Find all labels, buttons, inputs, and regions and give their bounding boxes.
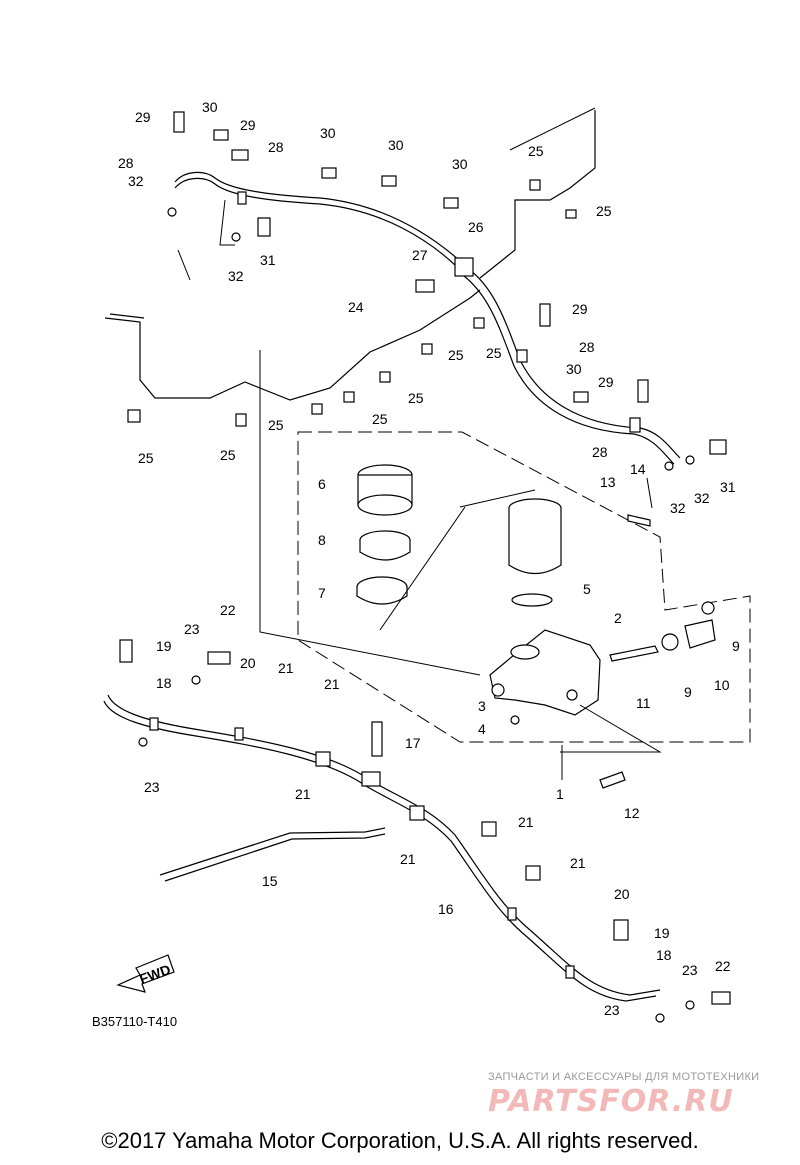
callout-25e: 25 bbox=[408, 390, 424, 406]
callout-30a: 30 bbox=[202, 99, 218, 115]
callout-26: 26 bbox=[468, 219, 484, 235]
callout-21c: 21 bbox=[295, 786, 311, 802]
callout-17: 17 bbox=[405, 735, 421, 751]
reservoir bbox=[379, 489, 562, 631]
leader-lines bbox=[177, 199, 662, 780]
callout-28c: 28 bbox=[579, 339, 595, 355]
callout-1: 1 bbox=[556, 786, 564, 802]
callout-28b: 28 bbox=[268, 139, 284, 155]
callout-23a: 23 bbox=[184, 621, 200, 637]
callout-3: 3 bbox=[478, 698, 486, 714]
callout-30c: 30 bbox=[388, 137, 404, 153]
callout-12: 12 bbox=[624, 805, 640, 821]
callout-23b: 23 bbox=[144, 779, 160, 795]
callout-16: 16 bbox=[438, 901, 454, 917]
callout-21a: 21 bbox=[278, 660, 294, 676]
brake-pipe-24 bbox=[104, 289, 481, 401]
callout-8: 8 bbox=[318, 532, 326, 548]
master-cylinder-body bbox=[489, 629, 601, 725]
callout-14: 14 bbox=[630, 461, 646, 477]
callout-28a: 28 bbox=[118, 155, 134, 171]
callout-31b: 31 bbox=[720, 479, 736, 495]
callout-11: 11 bbox=[636, 695, 651, 711]
callout-32d: 32 bbox=[670, 500, 686, 516]
callout-29c: 29 bbox=[572, 301, 588, 317]
callout-23d: 23 bbox=[604, 1002, 620, 1018]
watermark-tagline: ЗАПЧАСТИ И АКСЕССУАРЫ ДЛЯ МОТОТЕХНИКИ bbox=[488, 1071, 760, 1083]
callout-30d: 30 bbox=[452, 156, 468, 172]
callout-labels: 1 2 3 4 5 6 7 8 9 9 10 11 12 13 14 15 16… bbox=[118, 99, 740, 1018]
upper-right-pipe bbox=[479, 110, 596, 279]
callout-25g: 25 bbox=[268, 417, 284, 433]
callout-32b: 32 bbox=[228, 268, 244, 284]
callout-5: 5 bbox=[583, 581, 591, 597]
callout-31a: 31 bbox=[260, 252, 276, 268]
callout-25h: 25 bbox=[138, 450, 154, 466]
upper-hose-assembly bbox=[174, 171, 681, 465]
callout-19a: 19 bbox=[156, 638, 172, 654]
callout-27: 27 bbox=[412, 247, 428, 263]
copyright-notice: ©2017 Yamaha Motor Corporation, U.S.A. A… bbox=[101, 1128, 699, 1153]
callout-4: 4 bbox=[478, 721, 486, 737]
callout-28d: 28 bbox=[592, 444, 608, 460]
callout-20a: 20 bbox=[240, 655, 256, 671]
callout-22a: 22 bbox=[220, 602, 236, 618]
callout-21e: 21 bbox=[518, 814, 534, 830]
callout-22b: 22 bbox=[715, 958, 731, 974]
assembly-dashed-boundary bbox=[297, 431, 751, 743]
callout-13: 13 bbox=[600, 474, 616, 490]
callout-32c: 32 bbox=[694, 490, 710, 506]
lower-hose-assembly bbox=[103, 694, 661, 1002]
callout-20b: 20 bbox=[614, 886, 630, 902]
callout-32a: 32 bbox=[128, 173, 144, 189]
reservoir-cap-group bbox=[356, 464, 413, 605]
callout-25a: 25 bbox=[528, 143, 544, 159]
callout-2: 2 bbox=[614, 610, 622, 626]
callout-24: 24 bbox=[348, 299, 364, 315]
callout-18b: 18 bbox=[656, 947, 672, 963]
callout-29d: 29 bbox=[598, 374, 614, 390]
callout-21f: 21 bbox=[570, 855, 586, 871]
callout-30b: 30 bbox=[320, 125, 336, 141]
watermark-logo: PARTSFOR.RU bbox=[488, 1084, 734, 1119]
callout-30e: 30 bbox=[566, 361, 582, 377]
callout-25f: 25 bbox=[372, 411, 388, 427]
callout-21b: 21 bbox=[324, 676, 340, 692]
callout-23c: 23 bbox=[682, 962, 698, 978]
callout-29b: 29 bbox=[240, 117, 256, 133]
parts-diagram: FWD 1 2 3 4 5 6 7 8 9 9 10 11 12 13 14 1… bbox=[103, 99, 751, 1023]
callout-19b: 19 bbox=[654, 925, 670, 941]
push-rod-assembly bbox=[599, 477, 716, 789]
callout-9b: 9 bbox=[684, 684, 692, 700]
callout-9a: 9 bbox=[732, 638, 740, 654]
fastener-shapes bbox=[119, 111, 731, 1023]
callout-29a: 29 bbox=[135, 109, 151, 125]
fwd-arrow: FWD bbox=[116, 954, 175, 993]
diagram-code: B357110-T410 bbox=[92, 1014, 178, 1029]
callout-25d: 25 bbox=[486, 345, 502, 361]
callout-10: 10 bbox=[714, 677, 730, 693]
callout-18a: 18 bbox=[156, 675, 172, 691]
callout-6: 6 bbox=[318, 476, 326, 492]
callout-21d: 21 bbox=[400, 851, 416, 867]
callout-7: 7 bbox=[318, 585, 326, 601]
callout-25i: 25 bbox=[220, 447, 236, 463]
callout-25b: 25 bbox=[596, 203, 612, 219]
callout-15: 15 bbox=[262, 873, 278, 889]
callout-25c: 25 bbox=[448, 347, 464, 363]
